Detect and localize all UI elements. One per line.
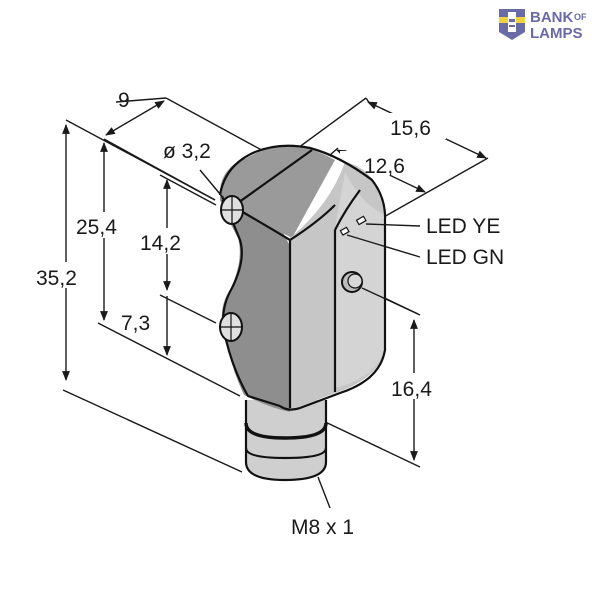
mounting-hole-upper <box>220 195 244 225</box>
bank-of-lamps-logo: BANK OF LAMPS <box>499 9 587 42</box>
dim-hole-diameter-label: ø 3,2 <box>163 140 211 163</box>
dim-height-total-label: 35,2 <box>36 267 77 290</box>
lens-icon <box>341 271 363 293</box>
callout-led-ye: LED YE <box>426 215 500 238</box>
dim-width-total-label: 15,6 <box>390 117 431 140</box>
leader-lines <box>199 169 421 509</box>
dim-hole-spacing-label: 14,2 <box>140 232 181 255</box>
logo-text-line2: LAMPS <box>530 25 583 42</box>
callout-led-gn: LED GN <box>426 246 504 269</box>
led-yellow-icon <box>355 215 367 226</box>
logo-text-of: OF <box>574 12 587 22</box>
callout-m8-thread: M8 x 1 <box>291 516 354 539</box>
dim-hole-offset-label: 7,3 <box>121 312 150 335</box>
logo-text-line1: BANK <box>530 9 573 26</box>
dim-lens-height-label: 16,4 <box>391 378 432 401</box>
dim-depth-label: 9 <box>118 89 130 112</box>
dim-height-upper-label: 25,4 <box>76 216 117 239</box>
m8-connector <box>244 400 328 482</box>
sensor-body <box>218 144 387 482</box>
led-green-icon <box>339 226 350 236</box>
dim-width-inner-label: 12,6 <box>364 155 405 178</box>
lighthouse-icon <box>499 9 525 40</box>
mounting-hole-lower <box>219 312 243 342</box>
